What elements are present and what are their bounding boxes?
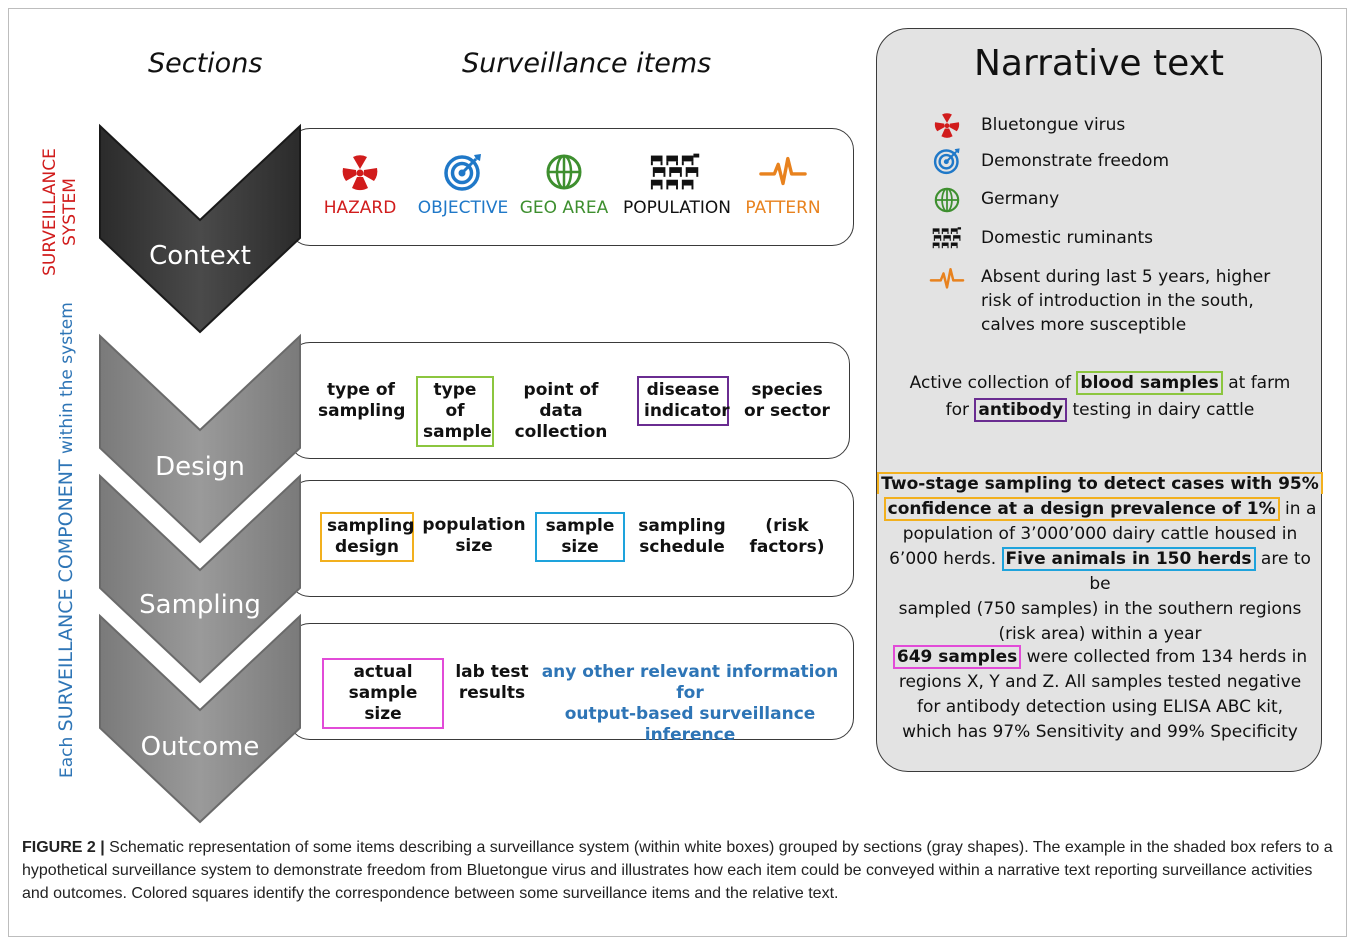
context-label: Context (149, 241, 251, 271)
context-item-pattern: PATTERN (740, 152, 826, 218)
legend-objective: Demonstrate freedom (981, 151, 1170, 171)
sections-chevrons (99, 123, 301, 824)
outcome-label: Outcome (140, 732, 260, 762)
sampling-design-highlight-1: Two-stage sampling to detect cases with … (877, 472, 1323, 494)
pulse-icon (759, 152, 807, 192)
objective-label: OBJECTIVE (417, 198, 509, 218)
context-item-objective: OBJECTIVE (414, 152, 512, 218)
narrative-title: Narrative text (973, 43, 1225, 84)
population-label: POPULATION (623, 198, 731, 218)
livestock-icon (648, 152, 706, 192)
sampling-label: Sampling (139, 590, 261, 620)
globe-icon (544, 152, 584, 192)
design-label: Design (155, 452, 245, 482)
outcome-items-box (288, 623, 854, 740)
system-label-line1: SURVEILLANCE (40, 148, 60, 276)
narrative-panel: Narrative text Bluetongue virus Demonstr… (876, 28, 1323, 772)
legend-population: Domestic ruminants (981, 228, 1154, 248)
component-label-pre: Each (57, 731, 77, 778)
hazard-label: HAZARD (323, 198, 397, 218)
sampling-chevron (99, 473, 301, 684)
surveillance-items-header: Surveillance items (462, 48, 712, 79)
sampling-items-box (288, 480, 854, 597)
narrative-outcome-paragraph: 649 samples were collected from 134 herd… (877, 645, 1323, 745)
blood-samples-highlight: blood samples (1076, 371, 1223, 395)
geo-area-label: GEO AREA (519, 198, 609, 218)
context-chevron (99, 123, 301, 334)
actual-sample-size-highlight: 649 samples (892, 645, 1022, 669)
legend-hazard: Bluetongue virus (981, 115, 1126, 135)
component-label-mid: SURVEILLANCE COMPONENT (55, 459, 77, 732)
hazard-icon (933, 111, 961, 139)
system-label-line2: SYSTEM (60, 178, 80, 246)
target-icon (443, 152, 483, 192)
narrative-design-paragraph: Active collection of blood samples at fa… (909, 371, 1291, 422)
legend-pattern: Absent during last 5 years, higher risk … (981, 267, 1271, 335)
outcome-chevron (99, 613, 301, 824)
context-items-box (288, 128, 854, 246)
target-icon (933, 147, 961, 175)
pulse-icon (929, 265, 965, 293)
sample-size-highlight: Five animals in 150 herds (1001, 547, 1256, 571)
design-chevron (99, 333, 301, 544)
context-item-hazard: HAZARD (320, 152, 400, 218)
design-items-box (288, 342, 850, 459)
narrative-sampling-paragraph: Two-stage sampling to detect cases with … (877, 472, 1323, 647)
pattern-label: PATTERN (745, 198, 821, 218)
antibody-highlight: antibody (974, 398, 1068, 422)
component-label-post: within the system (57, 302, 77, 460)
sampling-design-highlight-2: confidence at a design prevalence of 1% (883, 497, 1280, 521)
surveillance-system-label: SURVEILLANCE SYSTEM (40, 132, 96, 292)
caption-label: FIGURE 2 | (22, 839, 105, 856)
livestock-icon (931, 226, 965, 250)
legend-geo-area: Germany (981, 189, 1060, 209)
globe-icon (933, 186, 961, 214)
context-item-geo-area: GEO AREA (516, 152, 612, 218)
caption-text: Schematic representation of some items d… (22, 839, 1333, 902)
surveillance-component-label: Each SURVEILLANCE COMPONENT within the s… (55, 302, 79, 778)
hazard-icon (340, 152, 380, 192)
context-item-population: POPULATION (618, 152, 736, 218)
figure-frame (8, 8, 1347, 937)
figure-caption: FIGURE 2 | Schematic representation of s… (22, 836, 1337, 905)
sections-header: Sections (148, 48, 263, 79)
